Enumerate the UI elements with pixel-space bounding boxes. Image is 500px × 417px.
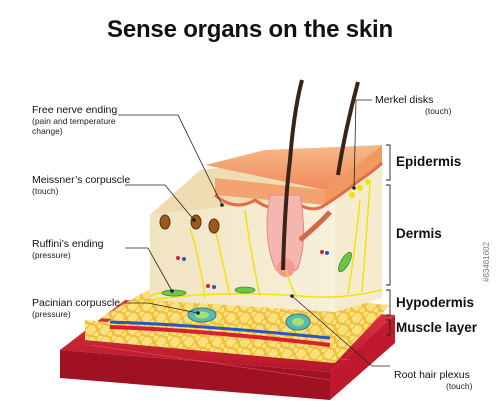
label-main: Meissner’s corpuscle <box>32 174 131 186</box>
label-sub: (touch) <box>32 186 59 196</box>
label-sub: (pain and temperature change) <box>32 116 116 136</box>
label-sub: (pressure) <box>32 309 71 319</box>
layer-brackets <box>386 144 391 336</box>
layer-epidermis: Epidermis <box>396 154 462 169</box>
label-root-hair-plexus: Root hair plexus (touch) <box>394 369 472 391</box>
label-sub: (pressure) <box>32 250 71 260</box>
diagram-title: Sense organs on the skin <box>107 16 393 43</box>
leader-lines <box>118 99 390 367</box>
merkel-disks <box>349 179 371 198</box>
label-sub: (touch) <box>425 106 452 116</box>
label-merkel-disks: Merkel disks (touch) <box>375 94 451 116</box>
label-main: Merkel disks <box>375 94 434 106</box>
layer-muscle: Muscle layer <box>396 320 478 335</box>
label-main: Ruffini’s ending <box>32 238 104 250</box>
layer-dermis: Dermis <box>396 226 442 241</box>
blood-dots <box>176 250 329 289</box>
label-main: Pacinian corpuscle <box>32 297 121 309</box>
label-meissner-corpuscle: Meissner’s corpuscle (touch) <box>32 174 130 196</box>
layer-hypodermis: Hypodermis <box>396 295 475 310</box>
ruffini-endings <box>161 251 352 297</box>
label-free-nerve-ending: Free nerve ending (pain and temperature … <box>32 104 142 136</box>
leader-dots <box>170 186 356 315</box>
label-ruffini-ending: Ruffini’s ending (pressure) <box>32 238 103 260</box>
label-main: Root hair plexus <box>394 369 470 381</box>
label-sub: (touch) <box>446 381 473 391</box>
stock-id-watermark: #83481602 <box>482 241 491 282</box>
hair-follicle <box>266 79 360 277</box>
label-pacinian-corpuscle: Pacinian corpuscle (pressure) <box>32 297 120 319</box>
label-main: Free nerve ending <box>32 104 118 116</box>
